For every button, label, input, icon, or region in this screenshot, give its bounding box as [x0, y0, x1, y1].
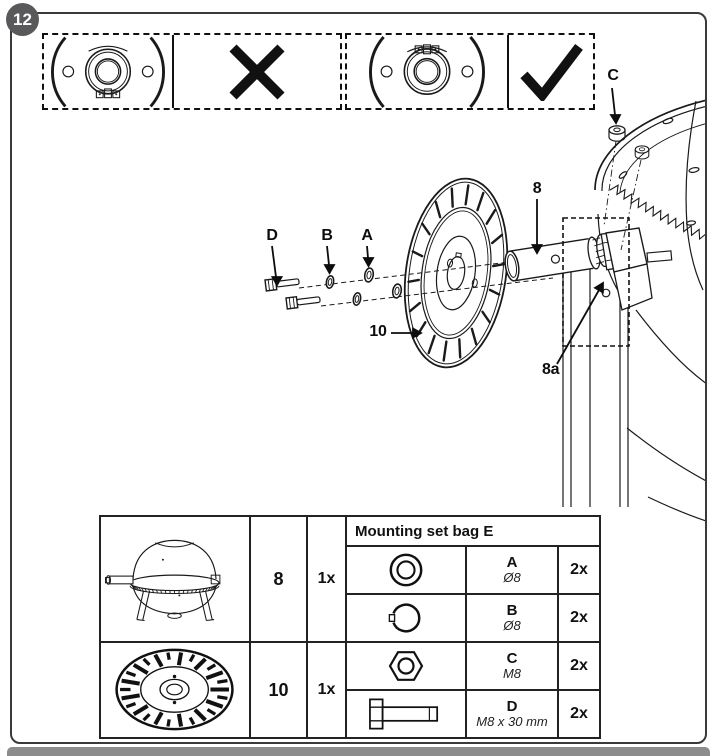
part-number: 8: [251, 517, 306, 643]
mounting-item-label: D M8 x 30 mm: [467, 691, 559, 737]
check-mark-icon: [520, 43, 583, 101]
item-spec: M8: [502, 666, 522, 682]
item-qty: 2x: [570, 657, 588, 674]
mounting-item-row: B Ø8 2x: [347, 595, 599, 643]
item-id: D: [506, 697, 518, 715]
part-number-column: 8 10: [251, 517, 308, 737]
bolt-d-figures: [264, 277, 321, 310]
item-spec: M8 x 30 mm: [476, 714, 548, 730]
step-number-badge: 12: [6, 3, 39, 36]
parts-table: 8 10 1x 1x Mounting set bag E: [99, 515, 601, 739]
part-8-image-cell: [101, 517, 249, 643]
damper-wheel-figure: [115, 648, 234, 731]
mounting-item-row: D M8 x 30 mm 2x: [347, 691, 599, 737]
x-mark-icon: [229, 43, 285, 100]
mounting-set-title: Mounting set bag E: [347, 517, 599, 547]
item-spec: Ø8: [503, 618, 521, 634]
item-qty: 2x: [570, 561, 588, 578]
part-10-image-cell: [101, 643, 249, 737]
page-border: D B A C 8 8a 10: [10, 12, 707, 744]
hub-orientation-correct-figure: [347, 35, 509, 108]
label-washer-a: A: [361, 227, 373, 244]
label-washer-b: B: [321, 227, 333, 244]
orientation-correct-panel: [345, 33, 595, 110]
item-id: A: [506, 553, 518, 571]
kettle-ring-figure: [562, 99, 705, 522]
hex-bolt-icon: [347, 691, 467, 737]
leader-arrows: [270, 87, 622, 365]
label-axle-8: 8: [532, 180, 542, 197]
step-number: 12: [13, 9, 32, 29]
page-content: D B A C 8 8a 10: [12, 14, 705, 742]
x-mark-cell: [174, 35, 340, 108]
mounting-set-section: Mounting set bag E A Ø8 2x: [347, 517, 599, 737]
mounting-item-label: A Ø8: [467, 547, 559, 593]
flat-washer-icon: [347, 547, 467, 593]
nut-c-figures: [608, 125, 650, 160]
grill-bowl-figure: [105, 539, 221, 622]
exploded-assembly-figure: [264, 87, 705, 522]
part-image-column: [101, 517, 251, 737]
part-qty: 1x: [317, 681, 336, 698]
next-section-edge: [7, 747, 710, 756]
item-spec: Ø8: [503, 570, 521, 586]
nut-centerlines: [603, 140, 642, 251]
label-bolt-d: D: [266, 227, 278, 244]
item-qty: 2x: [570, 609, 588, 626]
washer-figures: [325, 267, 403, 306]
mounting-item-row: C M8 2x: [347, 643, 599, 691]
part-number: 10: [268, 679, 289, 700]
item-qty: 2x: [570, 705, 588, 722]
bracket-figure: [587, 227, 673, 311]
mounting-item-label: C M8: [467, 643, 559, 689]
axle-tube-figure: [504, 237, 594, 282]
label-nut-c: C: [607, 67, 619, 84]
detail-dashed-box: [562, 217, 630, 347]
spring-washer-icon: [347, 595, 467, 641]
part-qty-column: 1x 1x: [308, 517, 347, 737]
item-id: B: [506, 601, 518, 619]
part-qty: 1x: [308, 517, 345, 643]
label-wheel-10: 10: [369, 323, 387, 340]
mounting-item-row: A Ø8 2x: [347, 547, 599, 595]
check-mark-cell: [509, 35, 593, 108]
hex-nut-icon: [347, 643, 467, 689]
label-bracket-8a: 8a: [542, 361, 560, 378]
item-id: C: [506, 649, 518, 667]
orientation-wrong-panel: [42, 33, 342, 110]
hub-orientation-wrong-figure: [44, 35, 174, 108]
wheel-figure: [403, 177, 509, 369]
mounting-item-label: B Ø8: [467, 595, 559, 641]
